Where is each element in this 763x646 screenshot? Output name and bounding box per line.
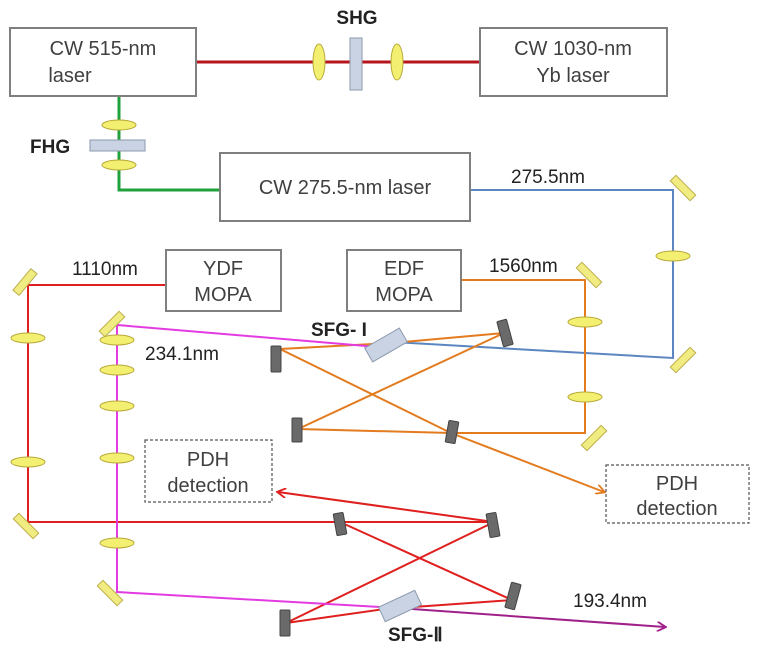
shg-label: SHG bbox=[336, 8, 377, 29]
sfg1-label: SFG- I bbox=[311, 320, 367, 341]
sfg1-cavity-mirror-left bbox=[270, 345, 282, 373]
cw1030-label-2: Yb laser bbox=[536, 65, 610, 87]
orange-beam-lens-2 bbox=[567, 391, 603, 403]
cw515-label-2: laser bbox=[48, 65, 92, 87]
shg-lens-left bbox=[312, 43, 326, 81]
pdh-left-label-2: detection bbox=[167, 475, 248, 497]
cw1030-laser-box bbox=[479, 27, 668, 97]
mirror-blue-bottom bbox=[669, 346, 697, 374]
fhg-lens-bottom bbox=[101, 159, 137, 171]
magenta-beam-lens-3 bbox=[99, 400, 135, 412]
shg-lens-right bbox=[390, 43, 404, 81]
wavelength-275nm: 275.5nm bbox=[511, 167, 585, 188]
ydf-beam-lens-2 bbox=[10, 456, 46, 468]
pdh-left-label-1: PDH bbox=[187, 449, 229, 471]
cw515-laser-box bbox=[9, 27, 197, 97]
ydf-beam-lens-1 bbox=[10, 332, 46, 344]
fhg-crystal-plate bbox=[89, 139, 146, 152]
ydf-label-2: MOPA bbox=[194, 284, 252, 306]
edf-label-2: MOPA bbox=[375, 284, 433, 306]
beam-1110nm-to-pdh bbox=[278, 492, 495, 523]
sfg1-cavity-mirror-bottomleft bbox=[291, 417, 303, 443]
beam-193nm bbox=[397, 607, 665, 627]
sfg1-cavity-mirror-bottomright bbox=[444, 419, 460, 445]
magenta-beam-lens-4 bbox=[99, 452, 135, 464]
cw275-laser-box bbox=[219, 152, 471, 222]
fhg-label: FHG bbox=[30, 137, 70, 158]
magenta-beam-lens-1 bbox=[99, 334, 135, 346]
ydf-label-1: YDF bbox=[203, 258, 243, 280]
shg-crystal-plate bbox=[349, 37, 363, 91]
pdh-detection-box-right bbox=[605, 464, 750, 524]
sfg2-crystal bbox=[377, 589, 423, 623]
mirror-edf-top bbox=[575, 261, 603, 289]
pdh-right-label-1: PDH bbox=[656, 473, 698, 495]
orange-beam-lens-1 bbox=[567, 316, 603, 328]
magenta-beam-lens-2 bbox=[99, 364, 135, 376]
cw1030-label-1: CW 1030-nm bbox=[514, 38, 632, 60]
edf-label-1: EDF bbox=[384, 258, 424, 280]
wavelength-234nm: 234.1nm bbox=[145, 344, 219, 365]
fhg-lens-top bbox=[101, 119, 137, 131]
wavelength-1560nm: 1560nm bbox=[489, 256, 558, 277]
mirror-ydf-bottom bbox=[12, 512, 40, 540]
sfg2-label: SFG-Ⅱ bbox=[388, 625, 443, 646]
sfg2-cavity-mirror-bottomright bbox=[504, 581, 522, 611]
pdh-right-label-2: detection bbox=[636, 498, 717, 520]
beam-1560nm-ring bbox=[279, 348, 452, 434]
sfg1-crystal bbox=[363, 327, 409, 363]
sfg2-cavity-mirror-bottomleft bbox=[279, 609, 291, 637]
beam-1560nm-to-pdh bbox=[450, 432, 604, 492]
mirror-blue-top bbox=[669, 174, 697, 202]
wavelength-193nm: 193.4nm bbox=[573, 591, 647, 612]
blue-beam-lens bbox=[655, 250, 691, 262]
cw515-label-1: CW 515-nm bbox=[50, 38, 157, 60]
mirror-magenta-bottom bbox=[96, 579, 124, 607]
magenta-beam-lens-5 bbox=[99, 537, 135, 549]
mirror-edf-bottom bbox=[580, 424, 608, 452]
edf-mopa-box bbox=[346, 249, 462, 312]
beam-275nm bbox=[392, 189, 674, 360]
mirror-ydf-top bbox=[12, 267, 38, 297]
sfg2-cavity-mirror-topright bbox=[485, 511, 501, 539]
mirror-magenta-top bbox=[98, 310, 126, 338]
pdh-detection-box-left bbox=[144, 439, 273, 503]
wavelength-1110nm: 1110nm bbox=[72, 259, 138, 280]
sfg1-cavity-mirror-topright bbox=[496, 318, 514, 348]
cw275-label: CW 275.5-nm laser bbox=[259, 177, 432, 199]
ydf-mopa-box bbox=[165, 249, 282, 312]
sfg2-cavity-mirror-topleft bbox=[332, 511, 348, 537]
